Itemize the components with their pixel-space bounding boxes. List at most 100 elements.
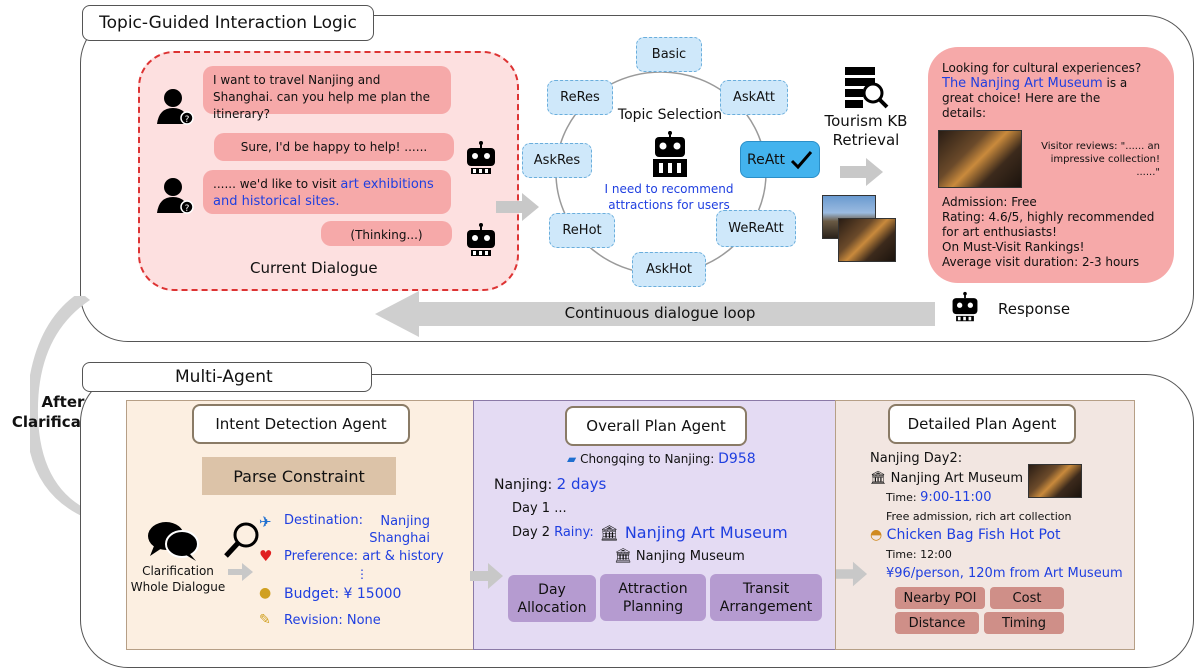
museum-icon: 🏛 xyxy=(614,548,632,564)
museum-icon: 🏛 xyxy=(599,523,619,542)
museum-interior-photo xyxy=(938,130,1022,188)
tag-cost[interactable]: Cost xyxy=(990,587,1064,609)
day-allocation-button[interactable]: Day Allocation xyxy=(508,575,596,622)
tag-distance[interactable]: Distance xyxy=(895,612,979,634)
user-icon: ? xyxy=(157,89,194,125)
svg-text:?: ? xyxy=(185,204,190,214)
response-line-2-text: is a great choice! Here are the details: xyxy=(942,76,1128,120)
response-ranking: On Must-Visit Rankings! xyxy=(942,240,1085,254)
robot-icon xyxy=(952,291,978,322)
transit-arrangement-button[interactable]: Transit Arrangement xyxy=(710,574,822,621)
arrow-right-icon xyxy=(496,193,539,221)
user-message-2: ...... we'd like to visit art exhibition… xyxy=(203,170,451,214)
food-icon: ◓ xyxy=(870,527,883,543)
museum-row: 🏛 Nanjing Museum xyxy=(614,548,745,564)
day2-row: Day 2 Rainy: 🏛 Nanjing Art Museum xyxy=(512,523,788,542)
detailed-museum-name: Nanjing Art Museum xyxy=(890,471,1024,486)
rainy-label: Rainy: xyxy=(554,525,594,540)
time-value: 9:00-11:00 xyxy=(920,490,992,505)
day1-row: Day 1 ... xyxy=(512,501,567,516)
destination-value: Nanjing Shanghai xyxy=(369,514,430,546)
topic-askres[interactable]: AskRes xyxy=(522,143,592,178)
detailed-note: Free admission, rich art collection xyxy=(886,510,1072,523)
time-label: Time: xyxy=(886,491,921,504)
restaurant-name: Chicken Bag Fish Hot Pot xyxy=(886,527,1061,543)
detailed-day: Nanjing Day2: xyxy=(870,451,963,466)
arrow-right-icon xyxy=(836,561,868,587)
destination-label: Destination: xyxy=(284,513,363,528)
response-label: Response xyxy=(998,300,1071,318)
topic-rehot[interactable]: ReHot xyxy=(549,213,615,248)
current-dialogue-caption: Current Dialogue xyxy=(250,259,378,277)
robot-icon xyxy=(653,131,687,177)
response-duration: Average visit duration: 2-3 hours xyxy=(942,255,1140,269)
museum-interior-photo xyxy=(1028,464,1082,498)
database-search-icon xyxy=(845,67,889,109)
user-message-2-highlight: art exhibitions and historical sites. xyxy=(213,177,434,209)
topic-selection-text: I need to recommend attractions for user… xyxy=(604,182,734,212)
loop-arrow-icon xyxy=(375,291,935,337)
tag-nearby-poi[interactable]: Nearby POI xyxy=(895,587,985,609)
art-museum-name: Nanjing Art Museum xyxy=(624,523,788,542)
arrow-right-icon xyxy=(840,158,883,186)
restaurant-price: ¥96/person, 120m from Art Museum xyxy=(886,566,1123,581)
user-message-2-text: ...... we'd like to visit xyxy=(213,177,341,191)
visitor-reviews: Visitor reviews: "...... an impressive c… xyxy=(1041,141,1160,178)
tag-timing[interactable]: Timing xyxy=(984,612,1064,634)
topic-askatt[interactable]: AskAtt xyxy=(720,80,788,115)
money-bag-icon: ● xyxy=(259,585,272,601)
response-highlight: The Nanjing Art Museum xyxy=(942,76,1103,91)
response-line-2: The Nanjing Art Museum is a great choice… xyxy=(942,76,1142,121)
museum-icon: 🏛 xyxy=(870,471,887,486)
topic-reatt-label: ReAtt xyxy=(747,151,786,168)
overall-agent-title: Overall Plan Agent xyxy=(565,406,747,446)
topic-basic[interactable]: Basic xyxy=(636,37,702,72)
loop-label: Continuous dialogue loop xyxy=(564,304,756,322)
preference-item: Preference: art & history xyxy=(284,549,444,564)
detailed-time-row: Time: 9:00-11:00 xyxy=(886,490,991,505)
topic-guided-title: Topic-Guided Interaction Logic xyxy=(82,5,374,41)
chat-bubbles-icon xyxy=(148,522,199,561)
museum-interior-photo xyxy=(838,218,896,262)
user-icon: ? xyxy=(157,178,194,214)
attraction-planning-button[interactable]: Attraction Planning xyxy=(600,574,706,621)
bot-message-1: Sure, I'd be happy to help! ...... xyxy=(214,133,454,161)
train-row: ▰ Chongqing to Nanjing: D958 xyxy=(567,451,756,467)
topic-askhot[interactable]: AskHot xyxy=(632,252,706,287)
detailed-agent-title: Detailed Plan Agent xyxy=(888,404,1076,444)
bot-message-2: (Thinking...) xyxy=(321,221,452,246)
train-text: Chongqing to Nanjing: xyxy=(580,452,719,466)
arrow-right-icon xyxy=(470,563,503,589)
restaurant-row: ◓ Chicken Bag Fish Hot Pot xyxy=(870,527,1061,543)
topic-selection-label: Topic Selection xyxy=(617,107,723,123)
train-icon: ▰ xyxy=(567,452,577,466)
train-number: D958 xyxy=(718,451,756,467)
revision-item: Revision: None xyxy=(284,613,381,628)
topic-wereatt[interactable]: WeReAtt xyxy=(716,210,796,247)
response-admission: Admission: Free xyxy=(942,195,1037,209)
magnifier-icon xyxy=(224,522,259,558)
check-icon xyxy=(790,150,813,169)
list-dots: ⋮ xyxy=(356,567,368,581)
pencil-icon: ✎ xyxy=(259,612,271,628)
detailed-museum-row: 🏛 Nanjing Art Museum xyxy=(870,471,1023,486)
nanjing-label: Nanjing: xyxy=(494,477,557,493)
parse-constraint-box: Parse Constraint xyxy=(202,457,396,495)
kb-retrieval-label: Tourism KB Retrieval xyxy=(824,112,908,149)
plane-icon: ✈ xyxy=(259,513,272,531)
clarification-label: Clarification Whole Dialogue xyxy=(130,564,226,594)
svg-text:?: ? xyxy=(185,115,190,125)
robot-icon xyxy=(467,141,495,174)
response-line-1: Looking for cultural experiences? xyxy=(942,61,1142,75)
topic-reatt[interactable]: ReAtt xyxy=(740,141,820,178)
multi-agent-title: Multi-Agent xyxy=(82,362,372,392)
restaurant-time: Time: 12:00 xyxy=(886,548,952,561)
day2-label: Day 2 xyxy=(512,525,551,540)
intent-agent-title: Intent Detection Agent xyxy=(192,404,410,444)
response-rating: Rating: 4.6/5, highly recommended for ar… xyxy=(942,210,1155,239)
nanjing-days-row: Nanjing: 2 days xyxy=(494,475,606,493)
user-message-1: I want to travel Nanjing and Shanghai. c… xyxy=(203,66,451,121)
topic-reres[interactable]: ReRes xyxy=(547,80,613,115)
arrow-right-icon xyxy=(228,563,253,581)
heart-icon: ♥ xyxy=(259,547,273,565)
